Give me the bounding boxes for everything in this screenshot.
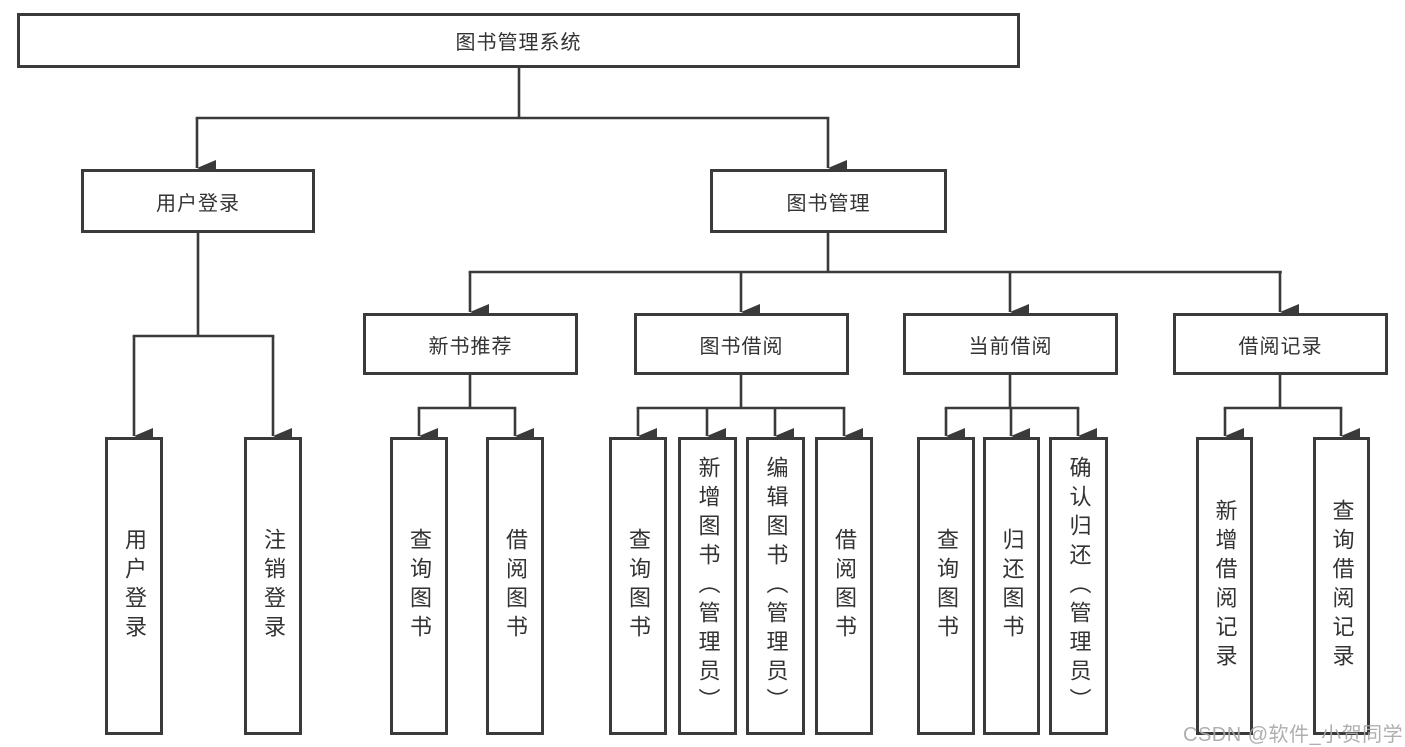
leaf-user-login: 用户登录 <box>105 437 163 735</box>
leaf-return-books: 归还图书 <box>983 437 1040 735</box>
node-label: 借阅图书 <box>503 528 528 644</box>
node-book-management: 图书管理 <box>710 169 947 233</box>
leaf-query-books-borrow: 查询图书 <box>609 437 667 735</box>
node-label: 新增图书（管理员） <box>695 455 721 717</box>
node-book-borrowing: 图书借阅 <box>634 313 849 375</box>
node-label: 查询借阅记录 <box>1329 499 1355 673</box>
node-label: 用户登录 <box>122 528 147 644</box>
node-user-login: 用户登录 <box>81 169 315 233</box>
node-label: 新增借阅记录 <box>1212 499 1238 673</box>
node-label: 编辑图书（管理员） <box>763 455 789 717</box>
node-label: 图书管理 <box>786 192 871 215</box>
node-label: 确认归还（管理员） <box>1066 455 1092 717</box>
leaf-edit-books-admin: 编辑图书（管理员） <box>746 437 805 735</box>
leaf-borrow-books: 借阅图书 <box>815 437 873 735</box>
node-new-book-recommend: 新书推荐 <box>363 313 578 375</box>
node-current-borrowing: 当前借阅 <box>903 313 1118 375</box>
leaf-query-borrow-record: 查询借阅记录 <box>1313 437 1370 735</box>
node-label: 查询图书 <box>626 528 651 644</box>
leaf-query-books-recommend: 查询图书 <box>390 437 448 735</box>
node-label: 用户登录 <box>156 192 240 215</box>
node-label: 新书推荐 <box>428 335 513 358</box>
node-label: 当前借阅 <box>968 335 1053 358</box>
leaf-add-books-admin: 新增图书（管理员） <box>678 437 737 735</box>
leaf-confirm-return-admin: 确认归还（管理员） <box>1049 437 1108 735</box>
watermark: CSDN @软件_小贺同学 <box>1183 724 1404 746</box>
node-library-management-system: 图书管理系统 <box>17 13 1020 68</box>
leaf-borrow-books-recommend: 借阅图书 <box>486 437 544 735</box>
node-borrow-records: 借阅记录 <box>1173 313 1388 375</box>
node-label: 查询图书 <box>934 528 959 644</box>
node-label: 图书借阅 <box>699 335 784 358</box>
node-label: 借阅记录 <box>1238 335 1323 358</box>
leaf-query-books-current: 查询图书 <box>917 437 975 735</box>
leaf-logout: 注销登录 <box>244 437 302 735</box>
node-label: 归还图书 <box>999 528 1025 644</box>
node-label: 借阅图书 <box>832 528 857 644</box>
node-label: 图书管理系统 <box>455 32 582 54</box>
leaf-add-borrow-record: 新增借阅记录 <box>1196 437 1253 735</box>
node-label: 注销登录 <box>261 528 286 644</box>
node-label: 查询图书 <box>407 528 432 644</box>
